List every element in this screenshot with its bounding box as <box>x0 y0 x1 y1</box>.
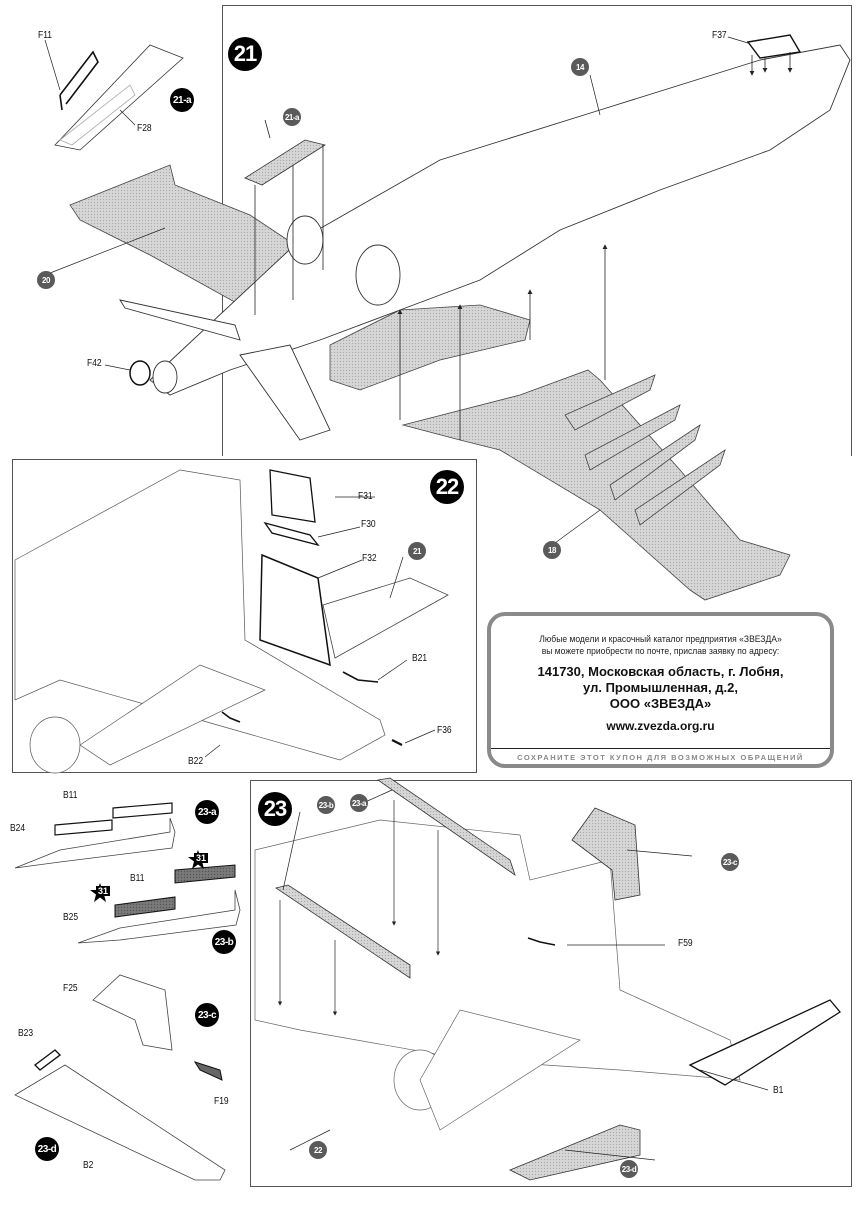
label-F42: F42 <box>87 358 102 369</box>
part-B24 <box>14 817 176 869</box>
subassembly-23a-badge: 23-a <box>195 800 219 824</box>
paint-callout-31-b: 31 <box>90 883 111 903</box>
ref-badge-14: 14 <box>571 58 589 76</box>
part-B2 <box>14 1064 226 1181</box>
label-B24: B24 <box>10 823 26 834</box>
coupon-divider <box>491 748 830 749</box>
step-22-frame <box>12 459 477 773</box>
part-B11-a <box>54 802 173 836</box>
label-B11-b: B11 <box>130 873 145 884</box>
part-F11 <box>59 50 99 111</box>
part-23c-fin <box>571 807 641 901</box>
paint-code: 31 <box>194 853 209 863</box>
label-B25: B25 <box>63 912 79 923</box>
subassembly-23c-badge: 23-c <box>195 1003 219 1027</box>
part-F25 <box>92 974 173 1051</box>
part-F32 <box>259 553 331 667</box>
part-B11-b <box>114 864 236 918</box>
step-23-badge: 23 <box>258 792 292 826</box>
label-F19: F19 <box>214 1096 229 1107</box>
ref-badge-18: 18 <box>543 541 561 559</box>
part-F31 <box>269 469 316 523</box>
paint-callout-31-a: 31 <box>188 850 209 870</box>
part-23a-strake <box>376 777 516 877</box>
lower-panel <box>329 304 531 391</box>
label-F31: F31 <box>358 491 373 502</box>
coupon-address-line2: ул. Промышленная, д.2, <box>583 680 738 695</box>
ref-badge-23a: 23-a <box>350 794 368 812</box>
label-F30: F30 <box>361 519 376 530</box>
coupon-intro-line2: вы можете приобрести по почте, прислав з… <box>541 646 780 657</box>
ref-badge-21: 21 <box>408 542 426 560</box>
label-B11-a: B11 <box>63 790 78 801</box>
step-21-badge: 21 <box>228 37 262 71</box>
stab-21 <box>322 577 449 659</box>
subassembly-23d-badge: 23-d <box>35 1137 59 1161</box>
coupon-website-link[interactable]: www.zvezda.org.ru <box>606 719 715 733</box>
step-22-badge: 22 <box>430 470 464 504</box>
part-23d-flap <box>509 1124 641 1181</box>
subassembly-21a-badge: 21-a <box>170 88 194 112</box>
step23-fuselage <box>254 819 741 1131</box>
label-B1: B1 <box>773 1085 784 1096</box>
label-B21: B21 <box>412 653 428 664</box>
part-18-lower-wing <box>401 369 791 601</box>
step-23-frame <box>250 780 852 1187</box>
label-B22: B22 <box>188 756 204 767</box>
label-B23: B23 <box>18 1028 34 1039</box>
subassembly-23b-badge: 23-b <box>212 930 236 954</box>
part-F28 <box>54 44 184 151</box>
ref-badge-22: 22 <box>309 1141 327 1159</box>
label-F59: F59 <box>678 938 693 949</box>
coupon-address-line3: ООО «ЗВЕЗДА» <box>609 696 712 711</box>
coupon-address-line1: 141730, Московская область, г. Лобня, <box>537 664 784 679</box>
ref-badge-20: 20 <box>37 271 55 289</box>
label-F11: F11 <box>38 30 53 41</box>
fuselage-step21 <box>119 44 851 441</box>
ref-badge-21a: 21-a <box>283 108 301 126</box>
ref-badge-23c: 23-c <box>721 853 739 871</box>
step22-fuselage <box>14 469 386 774</box>
paint-code: 31 <box>96 886 111 896</box>
mail-order-coupon: Любые модели и красочный каталог предпри… <box>487 612 834 768</box>
label-F37: F37 <box>712 30 727 41</box>
part-21a-highlight <box>244 139 327 186</box>
label-F28: F28 <box>137 123 152 134</box>
label-F25: F25 <box>63 983 78 994</box>
part-B25 <box>77 889 241 944</box>
coupon-footer: СОХРАНИТЕ ЭТОТ КУПОН ДЛЯ ВОЗМОЖНЫХ ОБРАЩ… <box>517 753 804 762</box>
part-B1-flap <box>688 999 841 1086</box>
label-F36: F36 <box>437 725 452 736</box>
part-F30 <box>263 521 320 547</box>
label-B2: B2 <box>83 1160 94 1171</box>
label-F32: F32 <box>362 553 377 564</box>
ref-badge-23d: 23-d <box>620 1160 638 1178</box>
ref-badge-23b: 23-b <box>317 796 335 814</box>
coupon-intro-line1: Любые модели и красочный каталог предпри… <box>539 634 782 645</box>
